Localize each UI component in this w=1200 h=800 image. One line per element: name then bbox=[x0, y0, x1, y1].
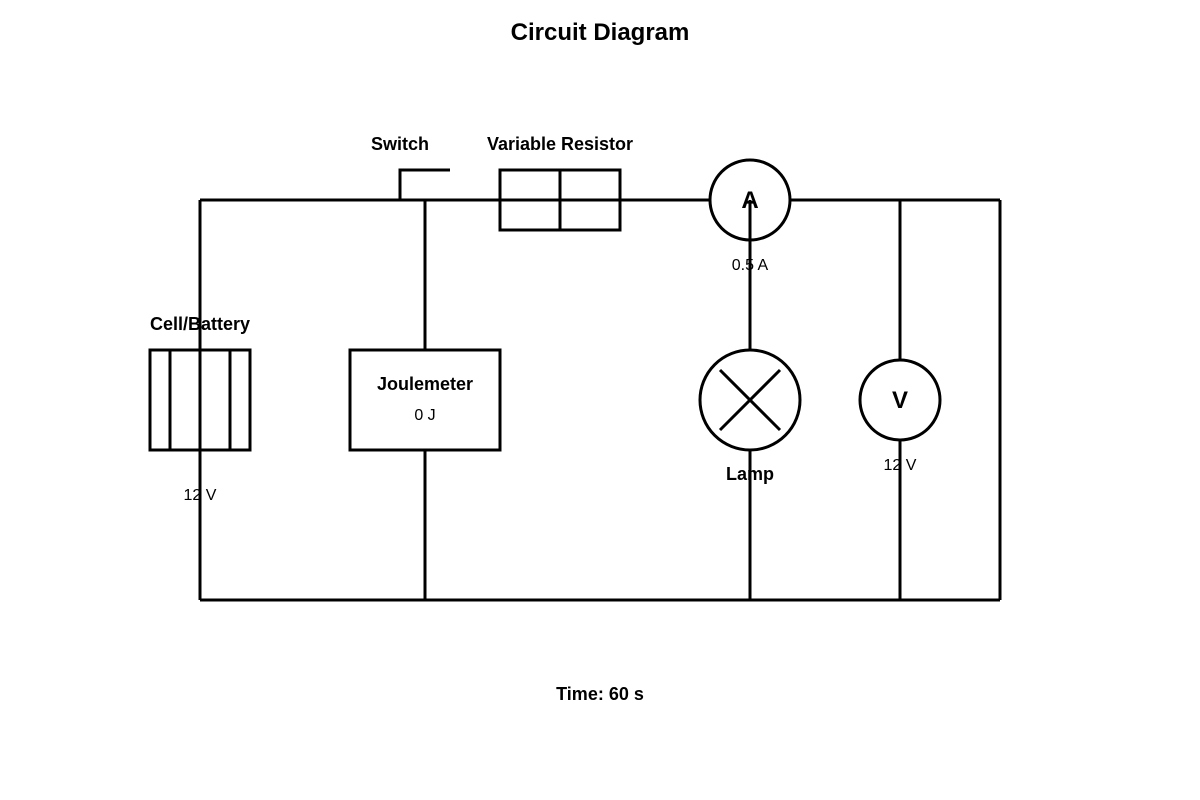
joulemeter-body bbox=[348, 348, 502, 452]
ammeter: A 0.5 A bbox=[708, 158, 792, 274]
battery: Cell/Battery 12 V bbox=[148, 314, 252, 504]
variable-resistor: Variable Resistor bbox=[487, 134, 633, 232]
voltmeter-circle bbox=[858, 358, 942, 442]
joulemeter-label: Joulemeter bbox=[377, 374, 473, 394]
switch-label: Switch bbox=[371, 134, 429, 154]
battery-label: Cell/Battery bbox=[150, 314, 250, 334]
diagram-title: Circuit Diagram bbox=[511, 19, 690, 46]
switch: Switch bbox=[350, 134, 450, 202]
switch-lever bbox=[398, 168, 450, 200]
lamp: Lamp bbox=[698, 348, 802, 484]
variable-resistor-label: Variable Resistor bbox=[487, 134, 633, 154]
voltmeter: V 12 V bbox=[858, 358, 942, 474]
time-label: Time: 60 s bbox=[556, 684, 644, 704]
battery-reading: 12 V bbox=[184, 487, 217, 504]
joulemeter: Joulemeter 0 J bbox=[348, 348, 502, 452]
ammeter-reading: 0.5 A bbox=[732, 257, 769, 274]
voltmeter-reading: 12 V bbox=[884, 457, 917, 474]
lamp-cross-2 bbox=[718, 368, 782, 432]
joulemeter-reading: 0 J bbox=[414, 407, 435, 424]
lamp-label: Lamp bbox=[726, 464, 774, 484]
voltmeter-symbol: V bbox=[892, 387, 908, 414]
